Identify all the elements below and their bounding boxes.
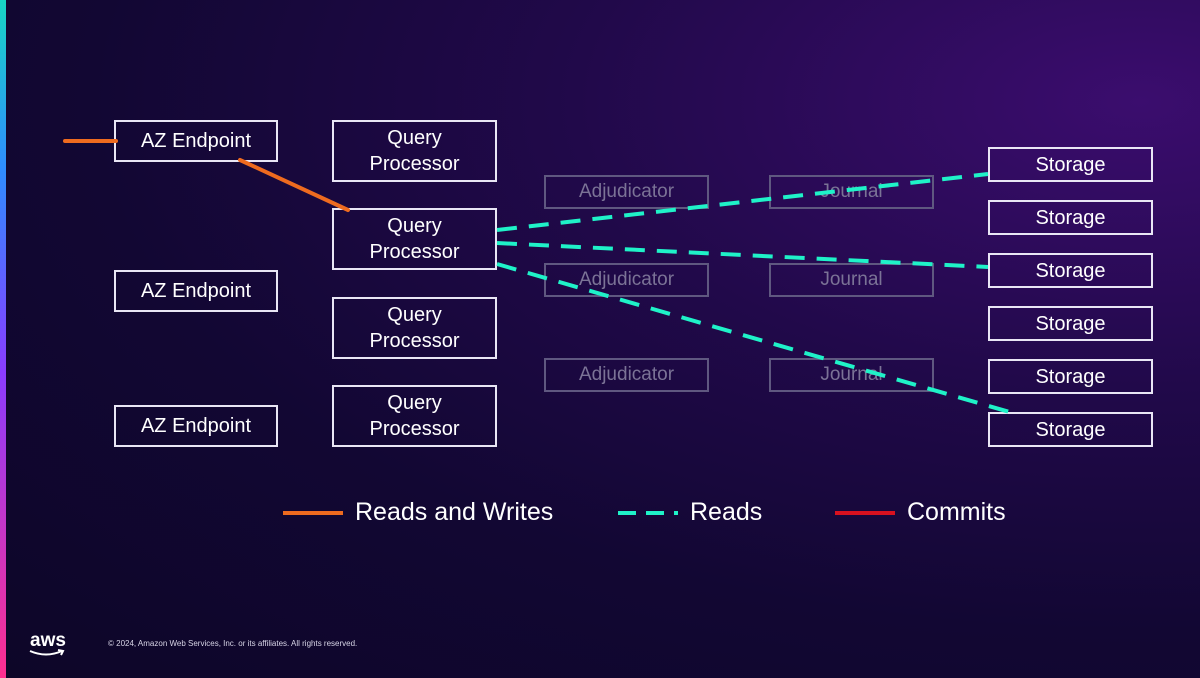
legend-label: Commits [907,498,1006,526]
adjudicator-3: Adjudicator [544,358,709,392]
az-endpoint-label: AZ Endpoint [140,415,252,437]
legend-commits: Commits [835,498,1006,527]
storage-label: Storage [1035,206,1106,229]
query-processor-label: Query Processor [369,304,460,352]
adjudicator-label: Adjudicator [578,269,675,290]
storage-label: Storage [1035,365,1106,388]
storage-label: Storage [1035,312,1106,335]
query-processor-4: Query Processor [332,385,497,447]
left-accent-bar [0,0,6,678]
adjudicator-label: Adjudicator [578,181,675,202]
aws-smile-icon [29,649,65,656]
query-processor-label: Query Processor [369,127,460,175]
reads-line-to-storage-6 [496,262,1014,415]
legend-reads-writes: Reads and Writes [283,498,553,527]
storage-3: Storage [988,253,1153,288]
copyright-text: © 2024, Amazon Web Services, Inc. or its… [108,639,358,648]
az-endpoint-label: AZ Endpoint [140,130,252,152]
legend-reads: Reads [618,498,762,527]
query-processor-3: Query Processor [332,297,497,359]
query-processor-2: Query Processor [332,208,497,270]
storage-1: Storage [988,147,1153,182]
adjudicator-2: Adjudicator [544,263,709,297]
query-processor-label: Query Processor [369,392,460,440]
solid-line-swatch-icon [283,510,343,515]
storage-4: Storage [988,306,1153,341]
reads-line-to-storage-3 [496,241,989,269]
legend-label: Reads and Writes [355,498,554,526]
az-endpoint-2: AZ Endpoint [114,270,278,312]
storage-label: Storage [1035,259,1106,282]
storage-5: Storage [988,359,1153,394]
storage-label: Storage [1035,153,1106,176]
adjudicator-label: Adjudicator [578,364,675,385]
reads-line-to-storage-1 [496,172,989,232]
solid-line-swatch-icon [835,510,895,515]
reads-writes-line-endpoint-to-qp [238,158,350,212]
storage-label: Storage [1035,418,1106,441]
dashed-line-swatch-icon [618,510,678,515]
storage-6: Storage [988,412,1153,447]
query-processor-1: Query Processor [332,120,497,182]
legend-label: Reads [690,498,763,526]
az-endpoint-3: AZ Endpoint [114,405,278,447]
journal-label: Journal [820,269,883,290]
journal-2: Journal [769,263,934,297]
query-processor-label: Query Processor [369,215,460,263]
az-endpoint-label: AZ Endpoint [140,280,252,302]
storage-2: Storage [988,200,1153,235]
aws-logo: aws [30,630,66,651]
adjudicator-1: Adjudicator [544,175,709,209]
